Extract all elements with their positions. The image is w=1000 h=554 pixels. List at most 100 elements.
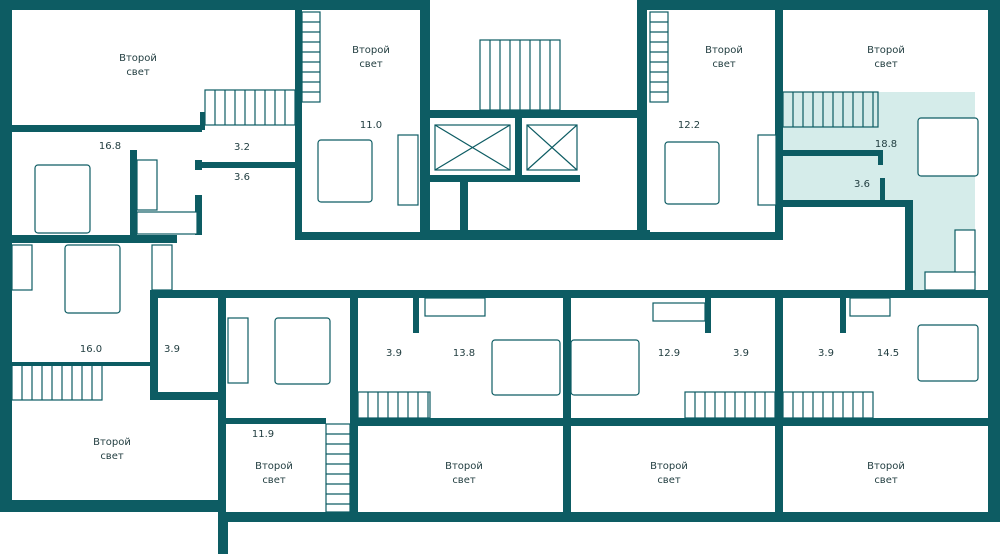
bed-icon (664, 141, 720, 205)
area-label: 3.6 (854, 179, 870, 190)
elevator-cross-icon (526, 124, 578, 171)
wardrobes (11, 134, 976, 384)
bed-icon (64, 244, 121, 314)
staircase (782, 91, 879, 128)
wall (195, 160, 202, 170)
staircase (301, 11, 321, 103)
wardrobe-icon (136, 159, 158, 211)
elevator-cross-icon (434, 124, 511, 171)
room-label-line2: свет (126, 67, 150, 78)
elevator-shaft (526, 124, 578, 171)
room-label-line2: свет (100, 451, 124, 462)
area-label: 16.8 (99, 141, 121, 152)
wardrobe-icon (954, 229, 976, 276)
area-label: 16.0 (80, 344, 102, 355)
wardrobe-icon (151, 244, 173, 291)
room-label-line1: Второй (445, 461, 483, 472)
area-label: 14.5 (877, 348, 899, 359)
wall (413, 298, 419, 333)
wardrobe-icon (849, 297, 891, 317)
room-label-line1: Второй (867, 461, 905, 472)
wall (430, 110, 637, 118)
room-label-line2: свет (874, 475, 898, 486)
stair-steps (367, 392, 429, 418)
room-label-line1: Второй (255, 461, 293, 472)
wall (775, 0, 783, 240)
wardrobe-icon (652, 302, 706, 322)
room-label-line2: свет (874, 59, 898, 70)
wardrobe-icon (227, 317, 249, 384)
wall (637, 0, 647, 240)
room-labels: ВторойсветВторойсветВторойсветВторойсвет… (93, 45, 905, 486)
wall (0, 0, 425, 10)
area-label: 3.2 (234, 142, 250, 153)
room-label-line2: свет (452, 475, 476, 486)
room-label-line1: Второй (93, 437, 131, 448)
room-label-line1: Второй (119, 53, 157, 64)
area-label: 18.8 (875, 139, 897, 150)
wall (775, 290, 783, 512)
wall (195, 195, 202, 235)
elevator-shaft (434, 124, 511, 171)
bed-icon (34, 164, 91, 234)
wall (840, 298, 846, 333)
wall (12, 362, 152, 366)
wall (130, 150, 137, 240)
wall (12, 235, 177, 243)
area-label: 12.2 (678, 120, 700, 131)
stair-steps (792, 92, 874, 127)
area-label: 11.9 (252, 429, 274, 440)
area-label: 13.8 (453, 348, 475, 359)
wall (350, 290, 358, 512)
stair-steps (21, 365, 93, 400)
wall (460, 182, 468, 237)
wall (783, 150, 878, 156)
staircase (325, 423, 351, 513)
wall (563, 290, 571, 512)
wall (226, 418, 326, 424)
staircase (204, 89, 296, 126)
stair-steps (694, 392, 766, 418)
staircase (782, 391, 874, 419)
bed-icon (570, 339, 640, 396)
room-label-line1: Второй (867, 45, 905, 56)
staircase (357, 391, 431, 419)
wall (705, 298, 711, 333)
stair-steps (302, 21, 320, 93)
wall (878, 150, 883, 165)
wall (420, 0, 430, 240)
room-label-line1: Второй (650, 461, 688, 472)
wall (880, 178, 885, 203)
stair-steps (650, 21, 668, 93)
wardrobe-icon (11, 244, 33, 291)
wall (150, 298, 158, 398)
room-label-line2: свет (359, 59, 383, 70)
bed-icon (317, 139, 373, 203)
wall (12, 125, 202, 132)
wall (200, 112, 205, 130)
stairs (11, 11, 879, 513)
wall (988, 0, 1000, 522)
wall (300, 232, 420, 240)
wall (430, 175, 580, 182)
bed-icon (917, 324, 979, 382)
wardrobe-icon (757, 134, 777, 206)
staircase (649, 11, 669, 103)
stair-steps (489, 40, 551, 110)
area-label: 3.9 (733, 348, 749, 359)
wall (218, 290, 226, 512)
room-label-line2: свет (712, 59, 736, 70)
wall (645, 0, 1000, 10)
bed-icon (274, 317, 331, 385)
area-label: 11.0 (360, 120, 382, 131)
wall (295, 0, 302, 240)
wall (420, 230, 650, 240)
wall (150, 392, 220, 400)
wall (515, 118, 522, 180)
bed-icon (491, 339, 561, 396)
bed-icon (917, 117, 979, 177)
wall (0, 0, 12, 512)
